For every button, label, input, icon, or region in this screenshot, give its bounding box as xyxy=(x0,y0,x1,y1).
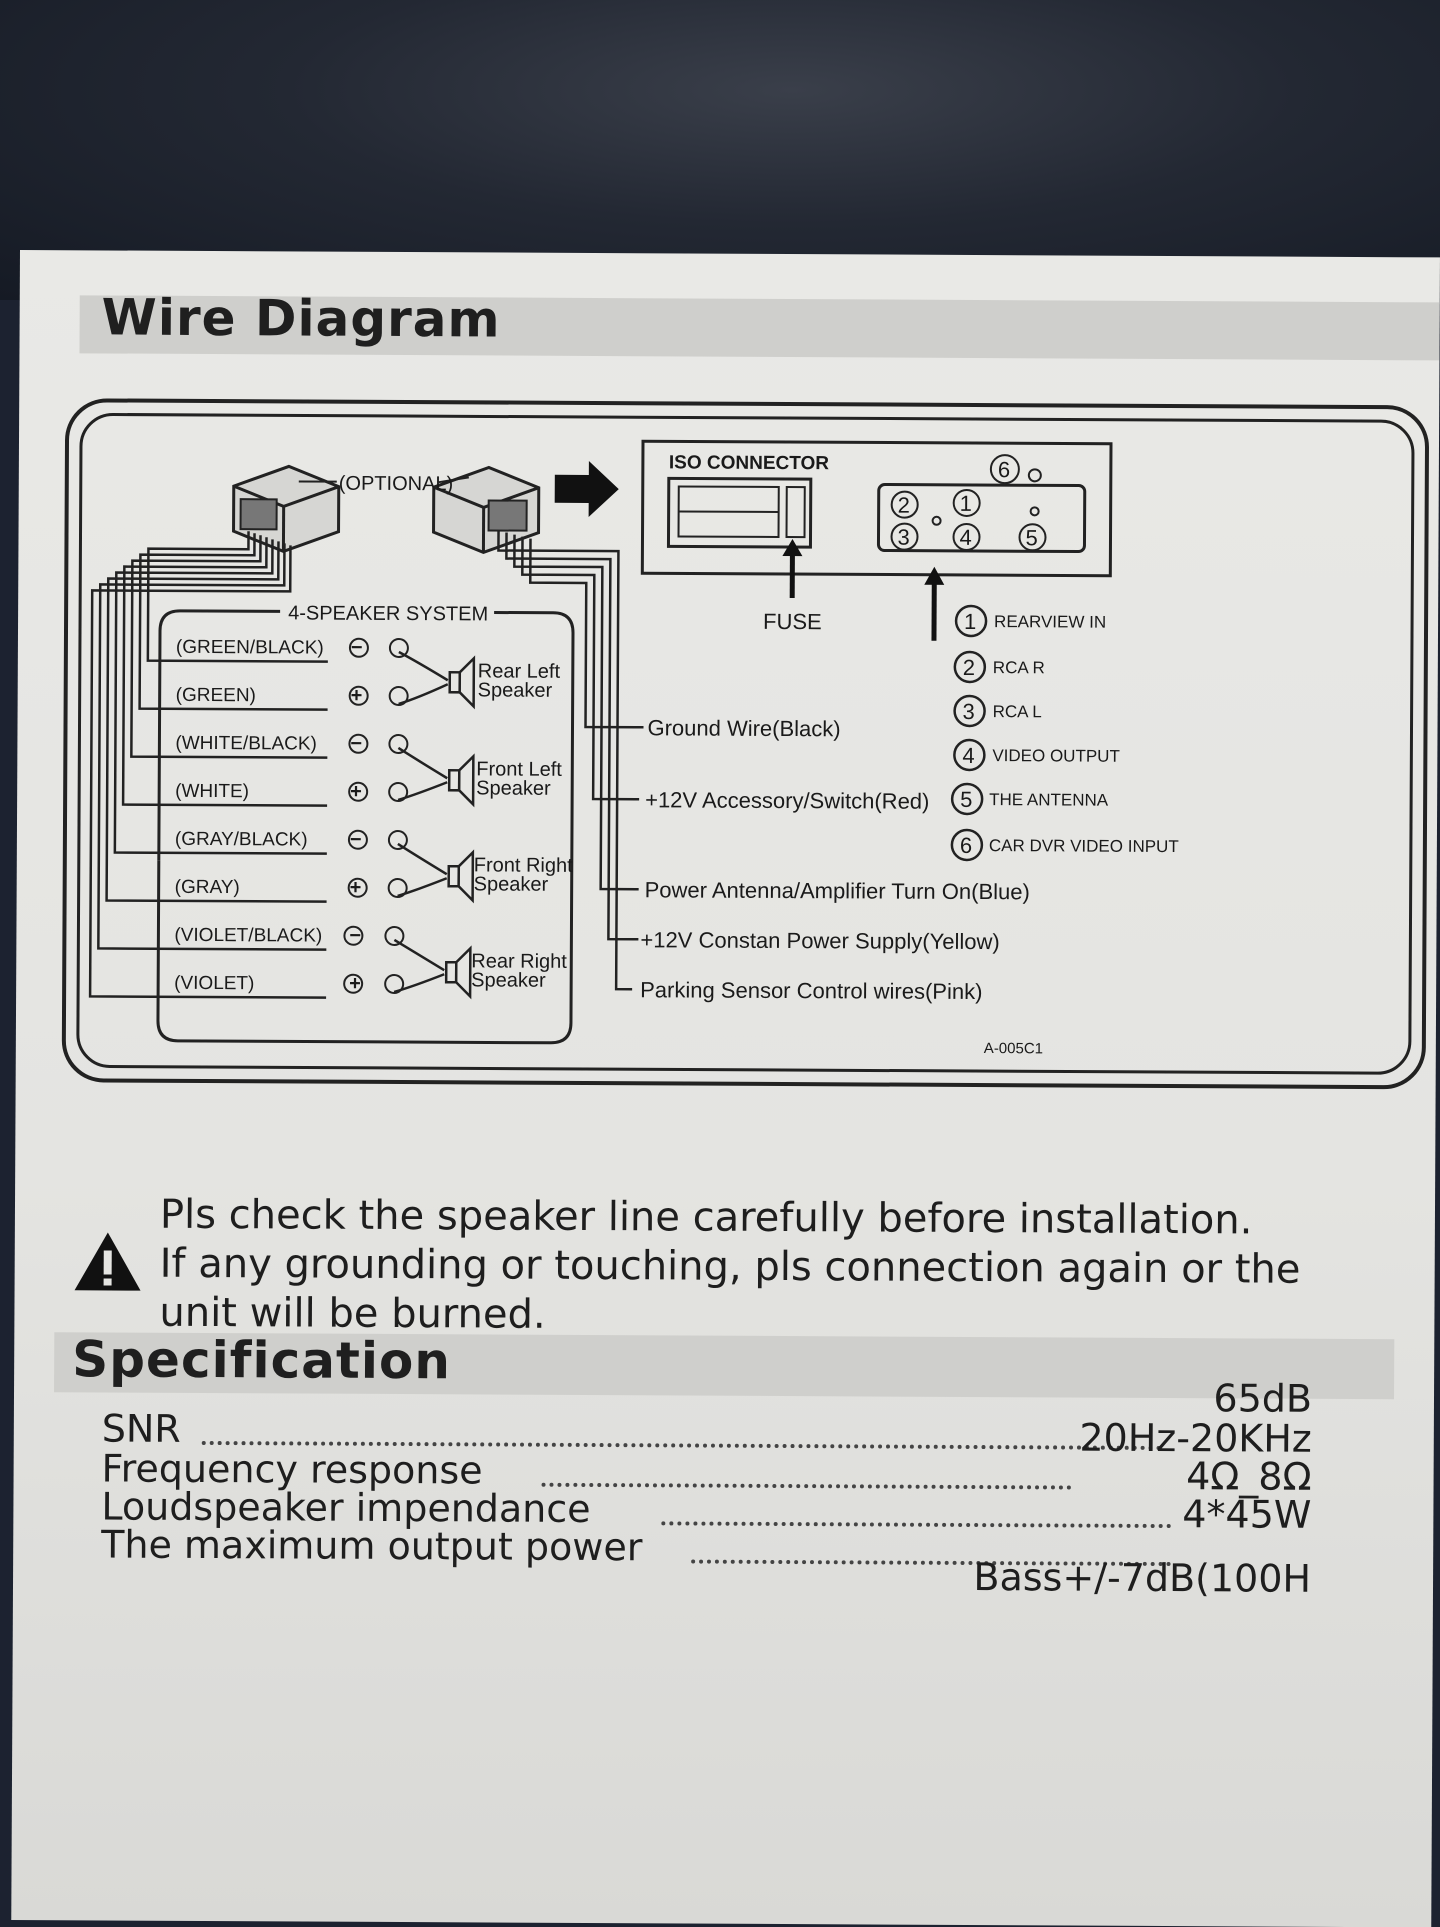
power-wire-label: Parking Sensor Control wires(Pink) xyxy=(640,977,982,1004)
wire-diagram: (OPTIONAL) ISO CONNECTOR 2 1 3 4 5 6 xyxy=(15,380,1440,1287)
port-number: 5 xyxy=(960,787,972,812)
speaker-label: Speaker xyxy=(471,969,546,991)
port-5-number: 5 xyxy=(1025,525,1037,550)
iso-connector-label: ISO CONNECTOR xyxy=(669,452,829,474)
port-number: 1 xyxy=(964,609,976,634)
wire-diagram-title: Wire Diagram xyxy=(101,288,500,348)
port-label: RCA R xyxy=(993,658,1045,677)
port-label: CAR DVR VIDEO INPUT xyxy=(989,836,1179,856)
wire-label: (GRAY/BLACK) xyxy=(175,829,308,851)
speaker-label: Speaker xyxy=(474,873,549,895)
model-code: A-005C1 xyxy=(984,1040,1043,1057)
wire-label: (WHITE/BLACK) xyxy=(175,733,317,755)
speaker-labels: Rear Left Speaker Front Left Speaker Fro… xyxy=(471,660,574,992)
port-legend: 1 2 3 4 5 6 REARVIEW IN RCA R RCA L VIDE… xyxy=(952,606,1180,861)
wire-rows: (GREEN/BLACK) (GREEN) (WHITE/BLACK) (WHI… xyxy=(174,637,324,995)
port-6-number: 6 xyxy=(998,457,1010,482)
power-wire-label: Power Antenna/Amplifier Turn On(Blue) xyxy=(645,877,1030,904)
speaker-label: Speaker xyxy=(476,777,551,799)
specification-title: Specification xyxy=(72,1330,451,1390)
speaker-icon xyxy=(449,756,473,804)
power-wire-label: Ground Wire(Black) xyxy=(647,715,840,741)
wire-label: (GREEN) xyxy=(176,685,256,706)
spec-row-bass: Bass+/-7dB(100H xyxy=(101,1566,1311,1612)
port-number: 3 xyxy=(963,699,975,724)
spec-value: Bass+/-7dB(100H xyxy=(973,1555,1311,1601)
port-4-number: 4 xyxy=(959,525,971,550)
spec-value: 4*45W xyxy=(1182,1492,1311,1537)
port-3-number: 3 xyxy=(897,525,909,550)
spec-label: SNR xyxy=(102,1406,181,1450)
speaker-icon xyxy=(446,948,470,996)
wire-label: (VIOLET) xyxy=(174,973,254,994)
power-wire-label: +12V Constan Power Supply(Yellow) xyxy=(640,927,999,954)
port-label: VIDEO OUTPUT xyxy=(992,746,1120,766)
wire-label: (GREEN/BLACK) xyxy=(176,637,324,659)
port-label: THE ANTENNA xyxy=(989,790,1109,810)
iso-plug xyxy=(668,478,810,547)
port-label: REARVIEW IN xyxy=(994,612,1106,632)
speaker-system-label: 4-SPEAKER SYSTEM xyxy=(288,602,488,625)
wire-label: (WHITE) xyxy=(175,781,249,802)
optional-label: (OPTIONAL) xyxy=(339,473,454,496)
warning-line: Pls check the speaker line carefully bef… xyxy=(160,1191,1360,1246)
port-1-number: 1 xyxy=(960,491,972,516)
manual-page: Wire Diagram (OPTIONAL) ISO CONNECTOR xyxy=(11,250,1440,1927)
power-wire-label: +12V Accessory/Switch(Red) xyxy=(645,787,929,813)
port-2-number: 2 xyxy=(898,493,910,518)
wire-label: (VIOLET/BLACK) xyxy=(174,925,322,947)
warning-triangle-icon xyxy=(73,1230,143,1292)
spec-label: The maximum output power xyxy=(101,1522,642,1569)
speaker-icon xyxy=(450,658,474,706)
spec-value: 65dB xyxy=(1213,1376,1312,1421)
port-number: 2 xyxy=(963,655,975,680)
fuse-label: FUSE xyxy=(763,609,822,634)
warning-text: Pls check the speaker line carefully bef… xyxy=(159,1191,1360,1344)
arrow-right-icon xyxy=(555,461,619,517)
wire-label: (GRAY) xyxy=(175,877,240,898)
port-label: RCA L xyxy=(993,702,1042,721)
port-number: 4 xyxy=(962,743,974,768)
port-number: 6 xyxy=(960,833,972,858)
speaker-icon xyxy=(449,852,473,900)
warning-line: If any grounding or touching, pls connec… xyxy=(160,1240,1360,1295)
speaker-label: Speaker xyxy=(478,679,553,701)
